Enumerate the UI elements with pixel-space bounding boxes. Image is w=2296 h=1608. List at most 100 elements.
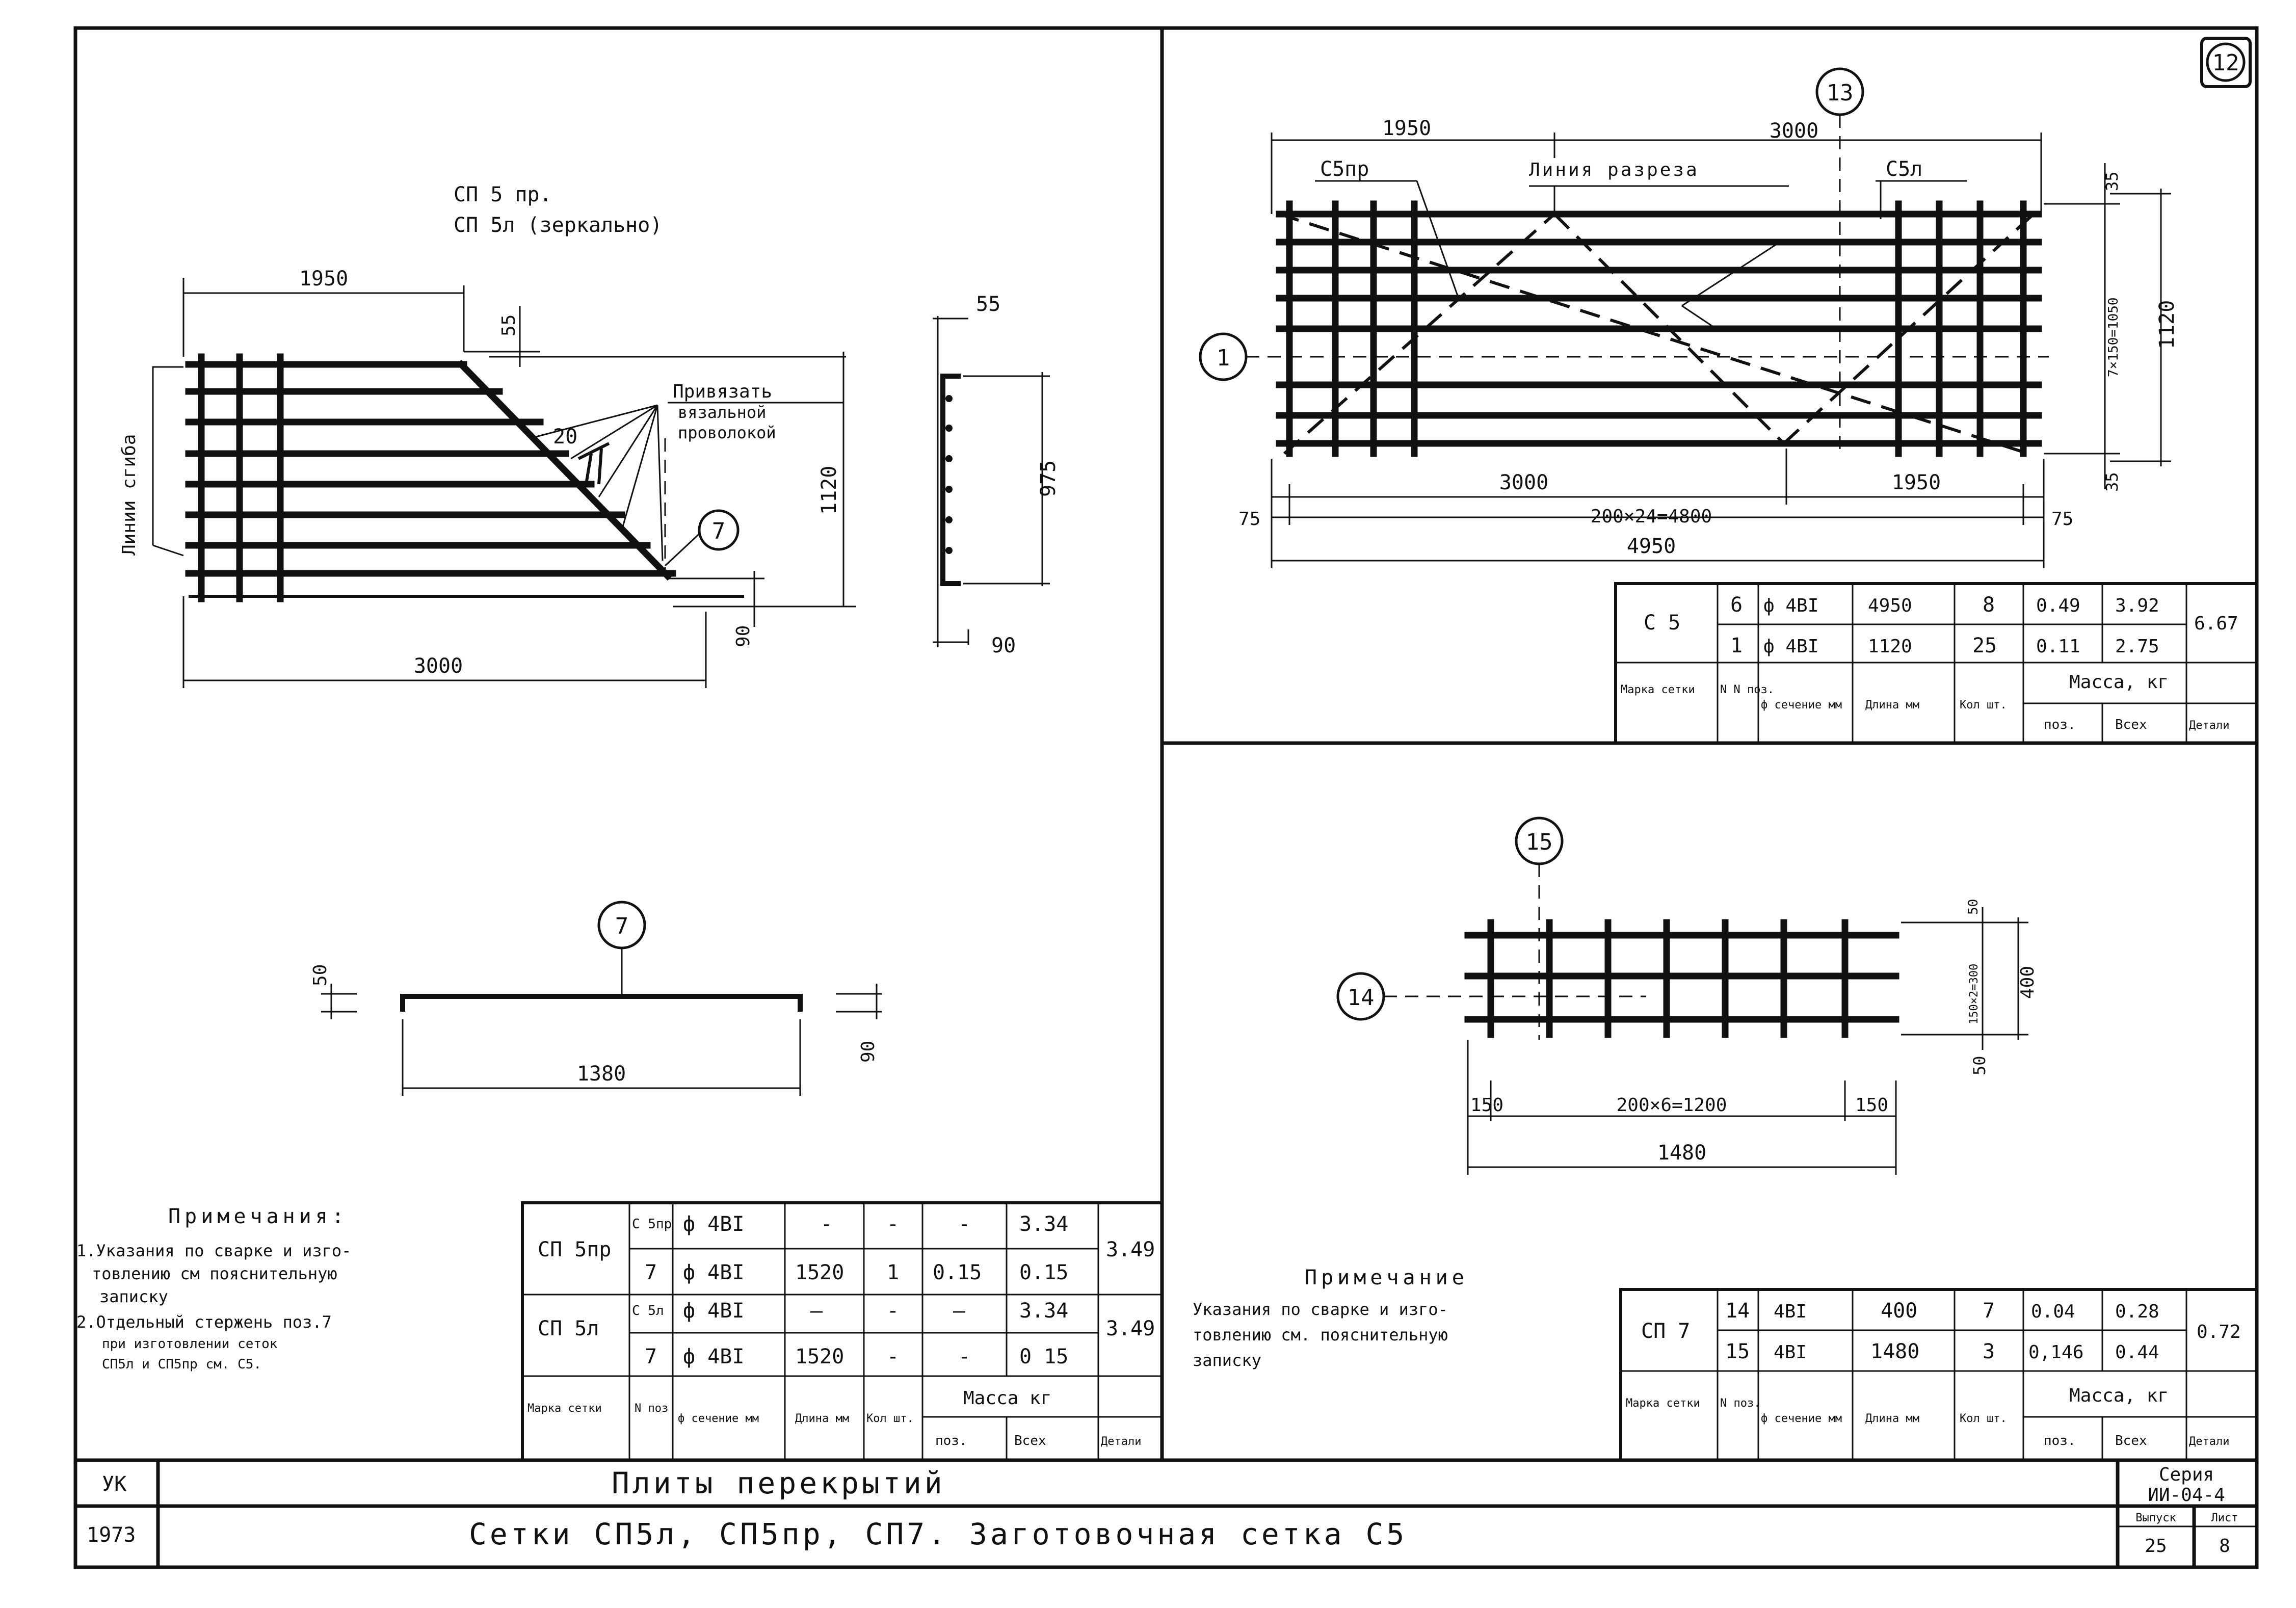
rod-7-leader (664, 529, 704, 567)
sp5-cell: — (953, 1299, 966, 1323)
angle-mark (577, 442, 610, 460)
tie-leader (570, 404, 658, 460)
rod7-dim-90: 90 (858, 1041, 879, 1063)
c5-cell: 0.49 (2036, 595, 2080, 616)
sp7-cell: 0.04 (2031, 1301, 2075, 1322)
sp7-header-length: Длина мм (1865, 1412, 1919, 1425)
c5-dim-7x150: 7×150=1050 (2106, 297, 2121, 377)
sp5-cell: - (887, 1345, 899, 1368)
sp7-view: 15 14 50 150×2=300 400 50 150 200×6=1200 (1336, 816, 2038, 1175)
profile-dot (945, 516, 953, 523)
sp7-cell: 3 (1983, 1340, 1995, 1363)
tie-note-line2: вязальной (678, 403, 766, 422)
left-notes-line: записку (99, 1287, 168, 1306)
sp5-cell: 3.49 (1106, 1238, 1155, 1261)
sp5-view: СП 5 пр. СП 5л (зеркально) Линии сгиба 7… (119, 183, 1060, 688)
dim-1950: 1950 (299, 267, 348, 291)
sp5-cell: С 5пр (632, 1217, 672, 1232)
issue-label: Выпуск (2135, 1512, 2176, 1524)
sp7-header-mass-det: Детали (2189, 1435, 2229, 1448)
sheet-number: 12 (2212, 50, 2239, 76)
c5-dim-bottom-3000: 3000 (1499, 471, 1548, 494)
c5-header-mass-det: Детали (2189, 719, 2229, 732)
dim-1120: 1120 (817, 466, 841, 515)
c5-header-qty: Кол шт. (1960, 699, 2007, 711)
left-notes-line: товлению см пояснительную (92, 1264, 337, 1283)
sp7-cell: 0,146 (2028, 1342, 2083, 1363)
sp5-header-section: ф сечение мм (678, 1412, 759, 1425)
rod7-shape (400, 994, 803, 1012)
tie-leader (656, 405, 664, 561)
c5-cell: 3.92 (2115, 595, 2159, 616)
c5-header-mark: Марка сетки (1621, 683, 1695, 696)
sp5-profile (940, 374, 961, 586)
sp5-cell: - (958, 1345, 970, 1368)
tie-leader (530, 404, 658, 439)
sp5-cell: ф 4ВI (683, 1261, 744, 1284)
c5-dim-75b: 75 (2051, 509, 2073, 530)
profile-dot (945, 425, 953, 432)
c5-cut-line (1782, 213, 2035, 445)
table-sp7-border (1619, 1288, 2258, 1462)
sp5-cell: 3.34 (1019, 1299, 1068, 1323)
c5-cell: 4950 (1868, 595, 1912, 616)
issue-value: 25 (2145, 1536, 2167, 1557)
c5-cell: ф 4ВI (1763, 636, 1818, 657)
sp7-header-mass-all: Всех (2115, 1433, 2147, 1448)
c5-cell: 6 (1730, 593, 1743, 617)
tie-note-line3: проволокой (678, 423, 776, 442)
series-value: ИИ-04-4 (2148, 1485, 2225, 1506)
sp5-diagonal-rod (456, 359, 673, 581)
table-c5: С 5 6 ф 4ВI 4950 8 0.49 3.92 1 ф 4ВI 112… (1614, 582, 2258, 745)
sp5-cell: 1520 (795, 1261, 844, 1284)
sp5-cell: 7 (645, 1261, 657, 1284)
sp5-cell: ф 4ВI (683, 1345, 744, 1368)
c5-header-section: ф сечение мм (1761, 699, 1842, 711)
sheet-number-circle (2206, 42, 2246, 82)
c5-mark: С 5 (1644, 611, 1680, 635)
sp5-cell: СП 5л (538, 1317, 599, 1340)
title-block: УК 1973 Плиты перекрытий Сетки СП5л, СП5… (87, 1464, 2238, 1557)
c5-cell: 8 (1983, 593, 1995, 617)
c5-header-mass-pos: поз. (2044, 717, 2076, 732)
mark-1-label: 1 (1217, 345, 1230, 371)
c5-cut-line (1553, 213, 1785, 445)
left-notes: Примечания: 1.Указания по сварке и изго-… (76, 1205, 351, 1372)
bend-label-leader (152, 366, 183, 545)
sp7-header-mark: Марка сетки (1626, 1397, 1700, 1410)
sp7-dim-200x6: 200×6=1200 (1617, 1095, 1727, 1116)
c5-dim-bottom-1950: 1950 (1892, 471, 1941, 494)
left-notes-line: 1.Указания по сварке и изго- (76, 1241, 351, 1260)
profile-975: 975 (1037, 460, 1060, 497)
c5-cell: 1120 (1868, 636, 1912, 657)
sp5-header-pos: N поз (635, 1402, 668, 1415)
dim-55: 55 (498, 314, 519, 336)
rod-7-marker (698, 509, 740, 551)
sp5-cell: 3.34 (1019, 1212, 1068, 1236)
sp7-cell: 400 (1881, 1299, 1917, 1323)
sp7-cell: 0.28 (2115, 1301, 2159, 1322)
c5-cut-line (1283, 213, 1555, 455)
c5-dim-200x24: 200×24=4800 (1591, 506, 1712, 527)
sp7-det-total: 0.72 (2197, 1322, 2241, 1342)
series-label: Серия (2159, 1464, 2214, 1485)
sp5-cell: 7 (645, 1345, 657, 1368)
c5-header-mass-all: Всех (2115, 717, 2147, 732)
right-notes-line: записку (1193, 1351, 1261, 1370)
title-sub: Сетки СП5л, СП5пр, СП7. Заготовочная сет… (469, 1517, 1407, 1551)
sp7-cell: 1480 (1870, 1340, 1919, 1363)
c5-dim-3000: 3000 (1770, 119, 1818, 143)
table-sp5-border (521, 1201, 1164, 1462)
c5-dim-4950: 4950 (1627, 535, 1676, 558)
sp5-header-mass-pos: поз. (935, 1433, 967, 1448)
rod7-dim-50: 50 (310, 964, 331, 986)
mark-13-label: 13 (1827, 80, 1854, 106)
sp5-cell: — (810, 1299, 823, 1323)
c5-header-length: Длина мм (1865, 699, 1919, 711)
angle-mark (597, 448, 603, 485)
c5-dim-35a: 35 (2102, 171, 2122, 191)
left-notes-heading: Примечания: (168, 1205, 348, 1228)
sp7-cell: 15 (1725, 1340, 1750, 1363)
sp5-cell: 1520 (795, 1345, 844, 1368)
sp5-cell: - (887, 1212, 899, 1236)
